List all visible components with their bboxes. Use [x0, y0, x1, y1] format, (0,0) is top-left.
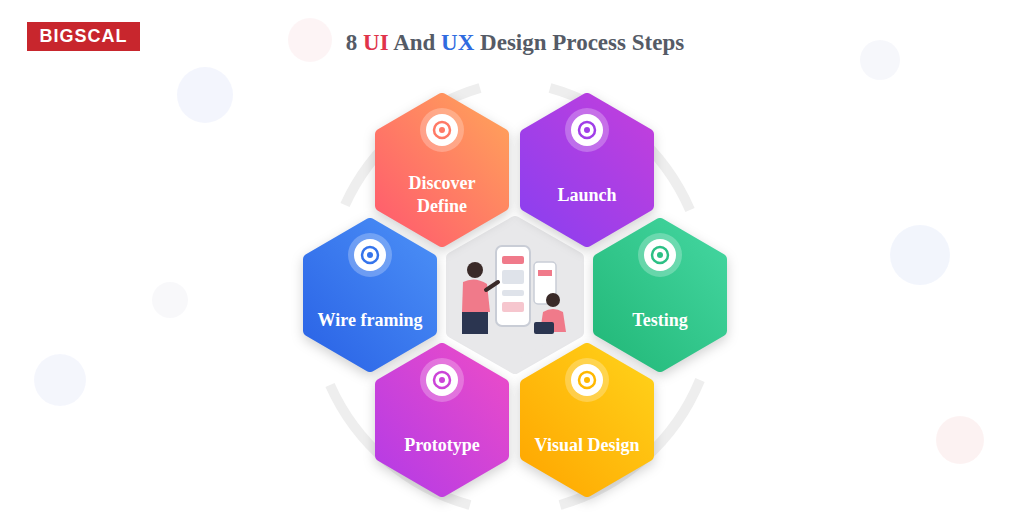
hexagon-shape — [374, 342, 510, 498]
step-label: Prototype — [404, 434, 480, 457]
step-hexagon: Discover Define — [374, 92, 510, 248]
center-hexagon — [452, 222, 578, 368]
brand-logo: BIGSCAL — [27, 22, 140, 51]
step-hexagon: Launch — [519, 92, 655, 248]
hexagon-shape — [592, 217, 728, 373]
step-icon — [638, 233, 682, 277]
step-label: Testing — [632, 309, 687, 332]
step-hexagon: Testing — [592, 217, 728, 373]
step-icon — [420, 108, 464, 152]
step-label: Discover Define — [388, 172, 496, 218]
step-icon — [420, 358, 464, 402]
step-label: Launch — [557, 184, 616, 207]
hexagon-shape — [519, 342, 655, 498]
step-hexagon: Visual Design — [519, 342, 655, 498]
step-label: Wire framing — [318, 309, 423, 332]
step-hexagon: Prototype — [374, 342, 510, 498]
step-icon — [565, 108, 609, 152]
step-hexagon: Wire framing — [302, 217, 438, 373]
hexagon-shape — [302, 217, 438, 373]
diagram-title: 8 UI And UX Design Process Steps — [0, 30, 1030, 56]
designers-illustration — [462, 246, 566, 334]
hexagon-shape — [374, 92, 510, 248]
step-icon — [348, 233, 392, 277]
step-icon — [565, 358, 609, 402]
hexagon-shape — [519, 92, 655, 248]
step-label: Visual Design — [535, 434, 640, 457]
